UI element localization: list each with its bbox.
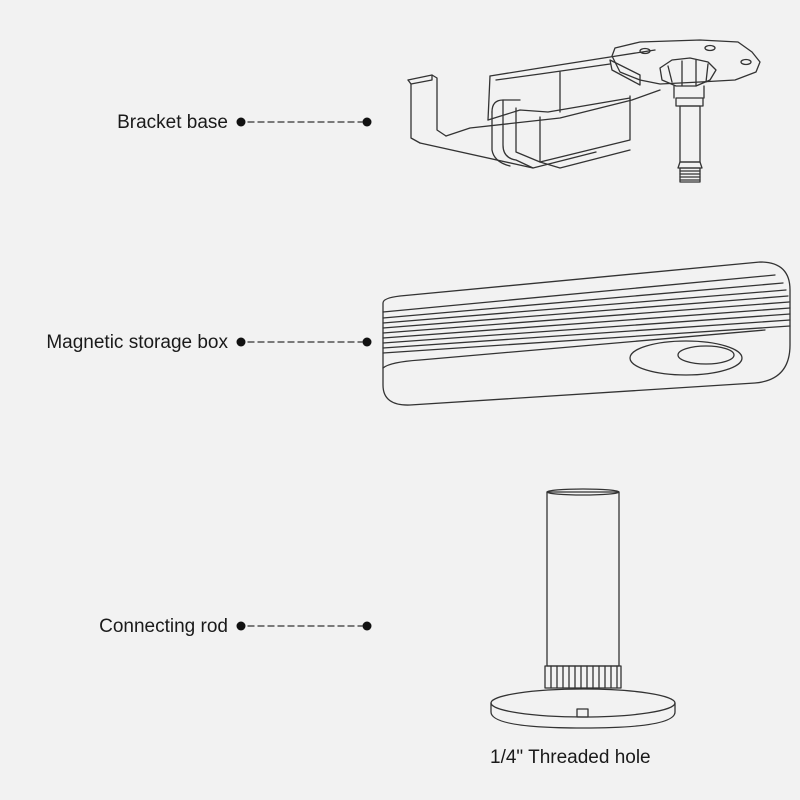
- bracket-base-drawing: [407, 39, 761, 183]
- bracket-base-label: Bracket base: [117, 112, 228, 133]
- threaded-hole-label: 1/4" Threaded hole: [490, 747, 651, 768]
- storage-box-label: Magnetic storage box: [46, 332, 228, 353]
- bracket-leader: [236, 117, 372, 127]
- storage-box-drawing: [382, 261, 791, 406]
- connecting-rod-leader: [236, 621, 372, 631]
- connecting-rod-drawing: [490, 488, 676, 729]
- connecting-rod-label: Connecting rod: [99, 616, 228, 637]
- storage-box-leader: [236, 337, 372, 347]
